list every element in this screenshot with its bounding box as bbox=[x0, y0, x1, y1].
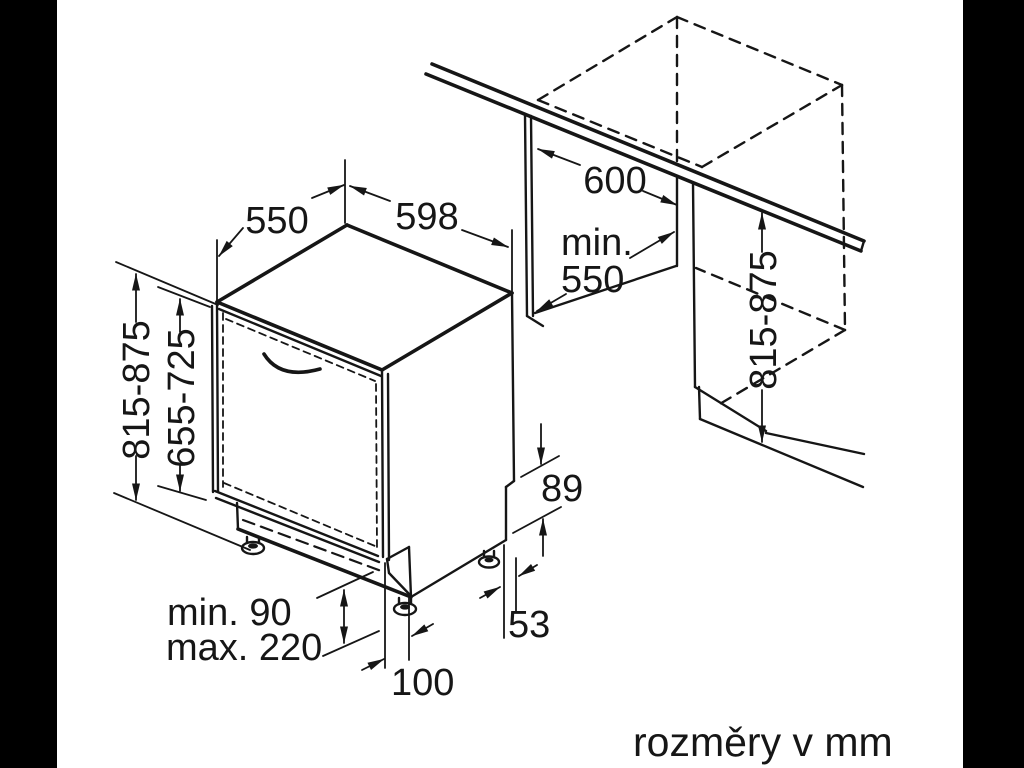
left-cabinet-wall bbox=[523, 112, 679, 328]
worktop bbox=[424, 62, 866, 253]
niche-outline bbox=[536, 15, 847, 407]
front-right-foot bbox=[392, 596, 418, 617]
label-niche-depth-prefix: min. bbox=[561, 222, 633, 264]
label-appliance-height: 815-875 bbox=[116, 320, 158, 459]
label-niche-depth-value: 550 bbox=[561, 259, 624, 301]
dim-niche-height: 815-875 bbox=[743, 212, 785, 443]
right-cabinet-wall bbox=[691, 181, 866, 489]
dim-side-offset: 53 bbox=[479, 544, 550, 646]
label-niche-width: 600 bbox=[583, 160, 646, 202]
dim-appliance-width: 598 bbox=[349, 185, 513, 292]
front-left-foot bbox=[240, 535, 266, 556]
diagram-caption: rozměry v mm bbox=[633, 719, 893, 765]
label-niche-height: 815-875 bbox=[743, 250, 785, 389]
door-handle bbox=[262, 352, 322, 375]
dim-plinth-clearance: min. 90 max. 220 bbox=[166, 571, 380, 669]
letterbox-right bbox=[963, 0, 1024, 768]
appliance bbox=[215, 223, 516, 599]
label-side-offset: 53 bbox=[508, 604, 550, 646]
dim-top-depth: 550 bbox=[216, 159, 346, 301]
dim-appliance-height: 815-875 655-725 bbox=[113, 261, 251, 551]
plinth-base bbox=[235, 501, 413, 599]
dim-foot-inset: 100 bbox=[361, 562, 454, 704]
door-panel bbox=[210, 301, 391, 564]
letterbox-left bbox=[0, 0, 57, 768]
dim-rear-foot: 89 bbox=[512, 423, 583, 557]
adjustable-feet bbox=[240, 535, 501, 617]
dim-niche-depth: min. 550 bbox=[536, 222, 675, 312]
label-appliance-width: 598 bbox=[395, 196, 458, 238]
label-top-depth: 550 bbox=[245, 200, 308, 242]
label-foot-inset: 100 bbox=[391, 662, 454, 704]
dim-niche-width: 600 bbox=[537, 148, 678, 206]
label-plinth-min: min. 90 bbox=[167, 592, 292, 634]
rear-right-foot bbox=[477, 549, 501, 569]
label-plinth-max: max. 220 bbox=[166, 627, 322, 669]
label-door-panel-height: 655-725 bbox=[161, 328, 203, 467]
label-rear-foot: 89 bbox=[541, 468, 583, 510]
